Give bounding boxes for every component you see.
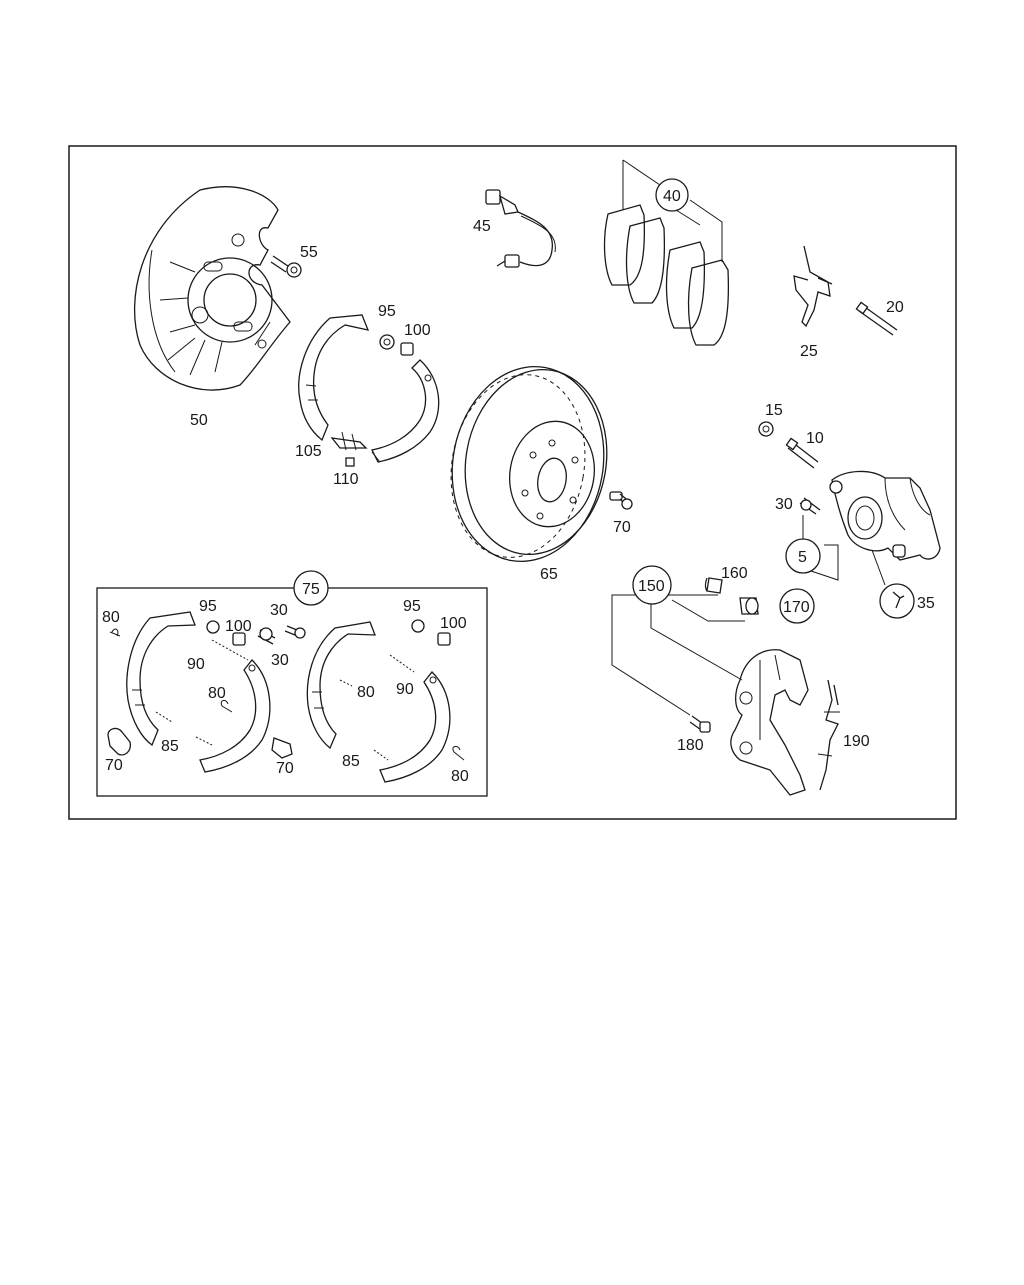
label-170: 170	[783, 599, 810, 616]
brake-disc-65	[450, 365, 608, 563]
kit-label-85b: 85	[342, 753, 360, 770]
label-30: 30	[775, 496, 793, 513]
kit-label-90b: 90	[396, 681, 414, 698]
kit-label-70b: 70	[276, 760, 294, 777]
brake-shoe-assembly-upper	[298, 314, 440, 467]
kit-label-70: 70	[105, 757, 123, 774]
part-labels: 50 55 95 100 105 110 45 40 25 20 65 70 1…	[102, 188, 935, 785]
label-25: 25	[800, 343, 818, 360]
label-100: 100	[404, 322, 431, 339]
label-70: 70	[613, 519, 631, 536]
kit-label-80b: 80	[208, 685, 226, 702]
label-20: 20	[886, 299, 904, 316]
kit-75-contents	[107, 570, 465, 783]
label-190: 190	[843, 733, 870, 750]
label-180: 180	[677, 737, 704, 754]
label-160: 160	[721, 565, 748, 582]
spring-clip-25	[793, 245, 833, 328]
bolt-20	[855, 301, 898, 336]
kit-label-30: 30	[270, 602, 288, 619]
kit-75-frame	[96, 587, 488, 797]
kit-label-80: 80	[102, 609, 120, 626]
kit-label-90: 90	[187, 656, 205, 673]
label-35: 35	[917, 595, 935, 612]
label-65: 65	[540, 566, 558, 583]
kit-label-95: 95	[199, 598, 217, 615]
label-45: 45	[473, 218, 491, 235]
label-150: 150	[638, 578, 665, 595]
label-50: 50	[190, 412, 208, 429]
bolt-55	[270, 255, 302, 278]
diagram-frame	[68, 145, 957, 820]
caliper-carrier-assembly	[611, 565, 840, 796]
kit-label-85: 85	[161, 738, 179, 755]
brake-pads-40	[603, 159, 730, 346]
kit-label-30b: 30	[271, 652, 289, 669]
kit-label-100: 100	[225, 618, 252, 635]
label-40: 40	[663, 188, 681, 205]
kit-label-95b: 95	[403, 598, 421, 615]
label-95: 95	[378, 303, 396, 320]
label-5: 5	[798, 549, 807, 566]
kit-label-80c: 80	[357, 684, 375, 701]
label-75: 75	[302, 581, 320, 598]
label-55: 55	[300, 244, 318, 261]
screw-70	[609, 491, 633, 510]
label-10: 10	[806, 430, 824, 447]
kit-label-100b: 100	[440, 615, 467, 632]
backing-plate-50	[133, 186, 291, 391]
wear-sensor-45	[485, 189, 556, 268]
kit-label-80d: 80	[451, 768, 469, 785]
label-110: 110	[333, 471, 359, 488]
label-105: 105	[295, 443, 322, 460]
caliper-assembly	[758, 421, 941, 619]
label-15: 15	[765, 402, 783, 419]
